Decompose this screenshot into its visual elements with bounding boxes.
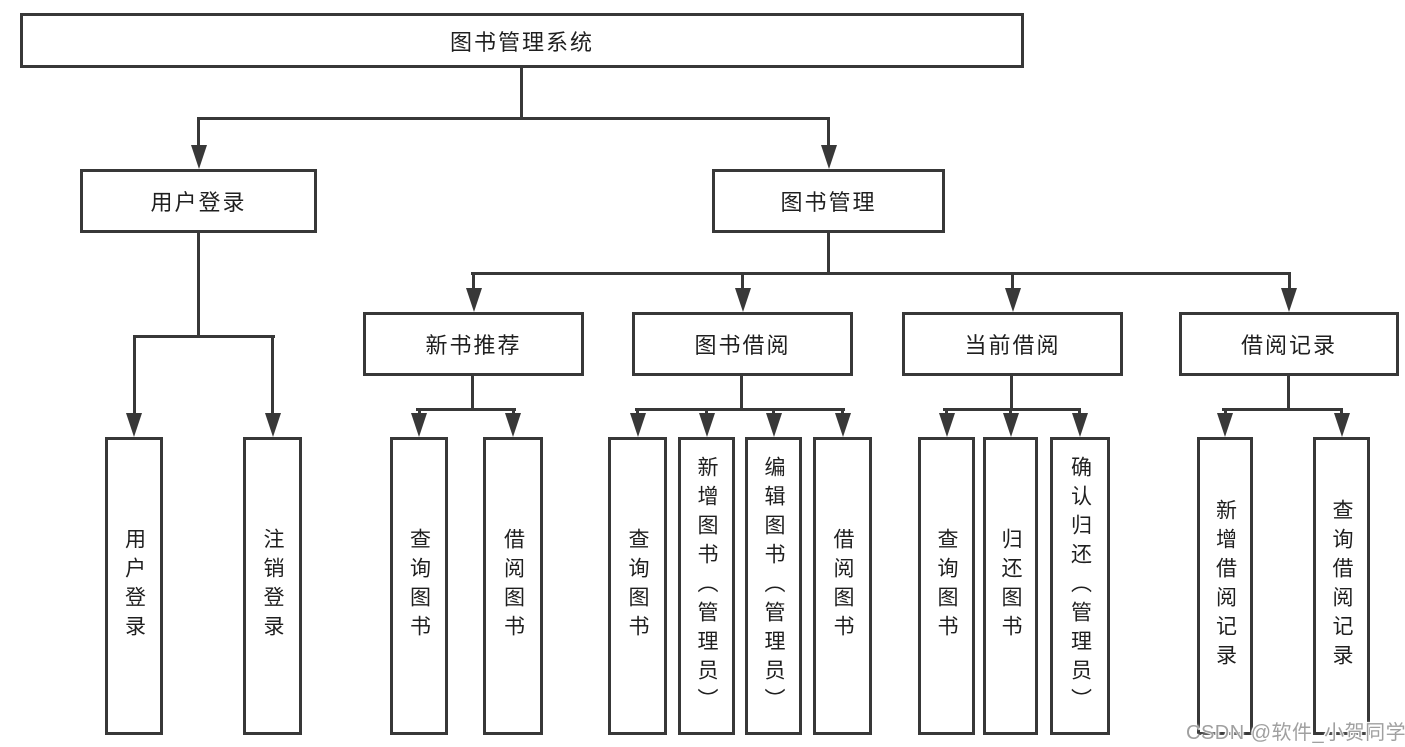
leaf-query-books-current: 查询图书 xyxy=(918,437,975,735)
connector-line xyxy=(705,408,708,417)
arrow-down-icon xyxy=(630,413,646,437)
leaf-query-books-recommend: 查询图书 xyxy=(390,437,448,735)
arrow-down-icon xyxy=(191,145,207,169)
arrow-down-icon xyxy=(1005,288,1021,312)
node-user-login: 用户登录 xyxy=(80,169,317,233)
connector-line xyxy=(827,117,830,149)
connector-line xyxy=(197,117,200,149)
connector-line xyxy=(416,408,516,411)
connector-line xyxy=(1078,408,1081,417)
arrow-down-icon xyxy=(1217,413,1233,437)
arrow-down-icon xyxy=(466,288,482,312)
connector-line xyxy=(512,408,515,417)
arrow-down-icon xyxy=(699,413,715,437)
connector-line xyxy=(1288,272,1291,292)
arrow-down-icon xyxy=(1072,413,1088,437)
connector-line xyxy=(772,408,775,417)
node-new-book-recommend-label: 新书推荐 xyxy=(425,333,522,358)
arrow-down-icon xyxy=(505,413,521,437)
arrow-down-icon xyxy=(126,413,142,437)
leaf-add-borrow-record-label: 新增借阅记录 xyxy=(1213,499,1237,673)
leaf-borrow-books-recommend-label: 借阅图书 xyxy=(501,528,525,644)
connector-line xyxy=(418,408,421,417)
csdn-watermark: CSDN @软件_小贺同学 xyxy=(1186,722,1405,744)
node-borrowing-records-label: 借阅记录 xyxy=(1240,333,1337,358)
connector-line xyxy=(741,272,744,292)
arrow-down-icon xyxy=(821,145,837,169)
connector-line xyxy=(1287,376,1290,408)
leaf-edit-books-admin: 编辑图书（管理员） xyxy=(745,437,802,735)
connector-line xyxy=(1224,408,1227,417)
leaf-query-borrow-record-label: 查询借阅记录 xyxy=(1330,499,1353,673)
leaf-query-books-borrowing-label: 查询图书 xyxy=(626,528,649,644)
leaf-edit-books-admin-label: 编辑图书（管理员） xyxy=(762,455,785,717)
connector-line xyxy=(197,117,830,120)
connector-line xyxy=(740,376,743,408)
leaf-confirm-return-admin-label: 确认归还（管理员） xyxy=(1068,455,1092,717)
connector-line xyxy=(133,335,275,338)
leaf-add-books-admin-label: 新增图书（管理员） xyxy=(695,455,718,717)
connector-line xyxy=(1011,272,1014,292)
node-current-borrowing: 当前借阅 xyxy=(902,312,1123,376)
arrow-down-icon xyxy=(766,413,782,437)
arrow-down-icon xyxy=(1334,413,1350,437)
connector-line xyxy=(471,272,1291,275)
node-book-management-label: 图书管理 xyxy=(780,190,877,215)
node-current-borrowing-label: 当前借阅 xyxy=(964,333,1061,358)
connector-line xyxy=(635,408,845,411)
node-user-login-label: 用户登录 xyxy=(150,190,247,215)
leaf-add-borrow-record: 新增借阅记录 xyxy=(1197,437,1253,735)
connector-line xyxy=(636,408,639,417)
arrow-down-icon xyxy=(735,288,751,312)
leaf-query-books-borrowing: 查询图书 xyxy=(608,437,667,735)
connector-line xyxy=(1010,376,1013,408)
leaf-borrow-books-recommend: 借阅图书 xyxy=(483,437,543,735)
leaf-borrow-books-label: 借阅图书 xyxy=(831,528,854,644)
leaf-query-borrow-record: 查询借阅记录 xyxy=(1313,437,1370,735)
connector-line xyxy=(471,376,474,408)
leaf-return-books-label: 归还图书 xyxy=(999,528,1022,644)
connector-line xyxy=(197,233,200,335)
leaf-query-books-current-label: 查询图书 xyxy=(935,528,958,644)
connector-line xyxy=(841,408,844,417)
connector-line xyxy=(133,335,136,417)
connector-line xyxy=(827,233,830,272)
connector-line xyxy=(945,408,948,417)
arrow-down-icon xyxy=(939,413,955,437)
connector-line xyxy=(1340,408,1343,417)
leaf-query-books-recommend-label: 查询图书 xyxy=(407,528,431,644)
node-borrowing-records: 借阅记录 xyxy=(1179,312,1399,376)
arrow-down-icon xyxy=(411,413,427,437)
leaf-borrow-books: 借阅图书 xyxy=(813,437,872,735)
arrow-down-icon xyxy=(1281,288,1297,312)
connector-line xyxy=(472,272,475,292)
node-book-borrowing: 图书借阅 xyxy=(632,312,853,376)
connector-line xyxy=(520,68,523,117)
connector-line xyxy=(1222,408,1343,411)
node-book-borrowing-label: 图书借阅 xyxy=(694,333,791,358)
leaf-user-login-label: 用户登录 xyxy=(122,528,146,644)
leaf-logout-label: 注销登录 xyxy=(261,528,284,644)
leaf-confirm-return-admin: 确认归还（管理员） xyxy=(1050,437,1110,735)
leaf-add-books-admin: 新增图书（管理员） xyxy=(678,437,735,735)
node-book-management: 图书管理 xyxy=(712,169,945,233)
connector-line xyxy=(1009,408,1012,417)
node-root: 图书管理系统 xyxy=(20,13,1024,68)
arrow-down-icon xyxy=(835,413,851,437)
node-root-label: 图书管理系统 xyxy=(449,29,594,55)
node-new-book-recommend: 新书推荐 xyxy=(363,312,584,376)
leaf-logout: 注销登录 xyxy=(243,437,302,735)
connector-line xyxy=(271,335,274,417)
leaf-return-books: 归还图书 xyxy=(983,437,1038,735)
leaf-user-login: 用户登录 xyxy=(105,437,163,735)
arrow-down-icon xyxy=(1003,413,1019,437)
arrow-down-icon xyxy=(265,413,281,437)
